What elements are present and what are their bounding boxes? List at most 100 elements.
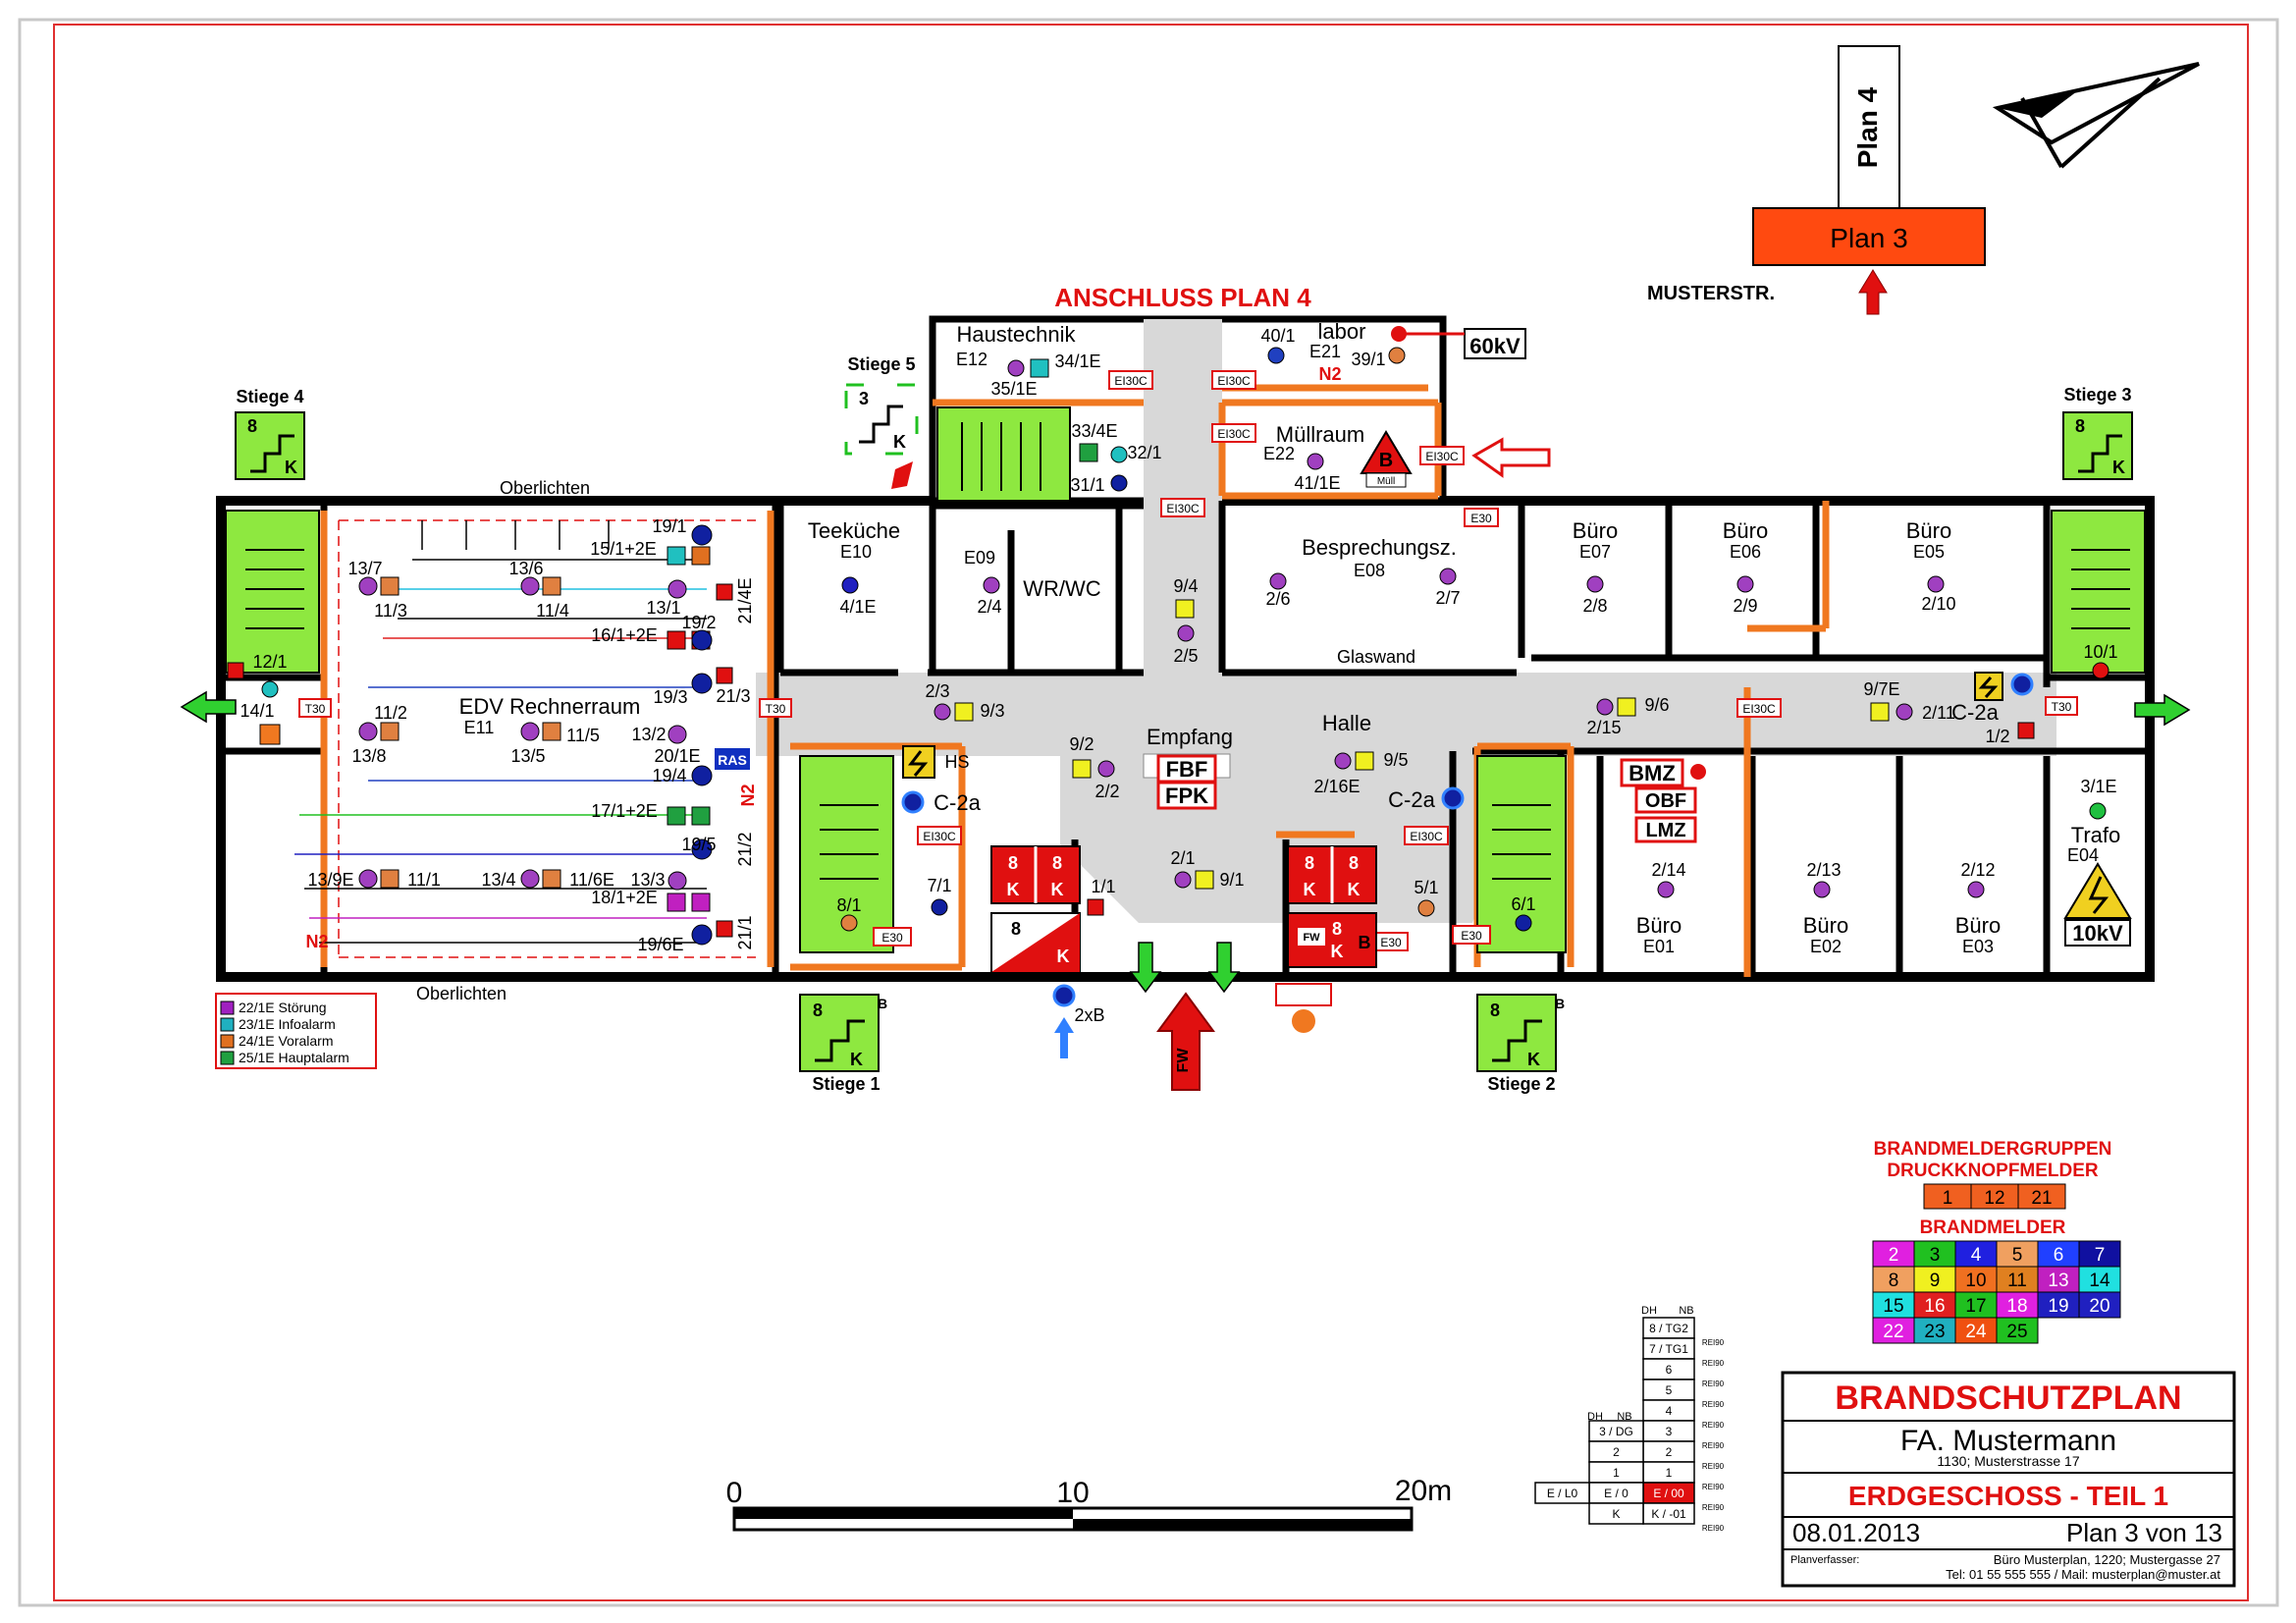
- svg-text:BRANDMELDER: BRANDMELDER: [1920, 1217, 2066, 1238]
- floor-cell-label: 2: [1666, 1445, 1673, 1459]
- svg-text:13/6: 13/6: [508, 559, 543, 578]
- rei-label: REI90: [1702, 1400, 1725, 1409]
- svg-text:10: 10: [1056, 1477, 1089, 1509]
- svg-text:34/1E: 34/1E: [1054, 352, 1100, 371]
- group-cell-label: 16: [1924, 1296, 1945, 1317]
- stair-icon: 8 K: [235, 411, 305, 480]
- stair-icon: 8 K B: [799, 994, 887, 1072]
- svg-text:20/1E: 20/1E: [654, 746, 700, 766]
- svg-text:K: K: [1057, 947, 1070, 966]
- group-cell-label: 15: [1883, 1296, 1903, 1317]
- edv-cabling: [294, 519, 756, 958]
- svg-text:25/1E Hauptalarm: 25/1E Hauptalarm: [239, 1050, 349, 1065]
- key-depot-icon: [1292, 1009, 1315, 1033]
- svg-text:40/1: 40/1: [1260, 326, 1295, 346]
- svg-text:13/5: 13/5: [510, 746, 545, 766]
- group-cell-label: 6: [2054, 1245, 2064, 1266]
- svg-text:3: 3: [859, 389, 869, 408]
- svg-text:1: 1: [1943, 1188, 1953, 1209]
- group-cell-label: 25: [2006, 1322, 2027, 1342]
- stiege2-label: Stiege 2: [1487, 1074, 1555, 1094]
- svg-text:11/3: 11/3: [374, 601, 407, 621]
- room-code: E02: [1810, 937, 1842, 956]
- svg-text:K: K: [893, 432, 906, 452]
- svg-text:12/1: 12/1: [252, 652, 287, 672]
- high-voltage-sign-10kv: 10kV: [2063, 862, 2132, 947]
- group-cell-label: 4: [1971, 1245, 1982, 1266]
- svg-text:EI30C: EI30C: [1742, 702, 1776, 716]
- svg-text:6/1: 6/1: [1511, 894, 1535, 914]
- svg-text:32/1: 32/1: [1127, 443, 1161, 462]
- floor-cell-label: E / L0: [1547, 1487, 1578, 1500]
- room-name: Büro: [1906, 518, 1951, 543]
- c2a-label: C-2a: [1951, 700, 1999, 725]
- svg-text:E30: E30: [1461, 929, 1482, 943]
- room-name: WR/WC: [1023, 576, 1101, 601]
- svg-text:9/6: 9/6: [1644, 695, 1669, 715]
- svg-text:8: 8: [1349, 853, 1359, 873]
- svg-text:9/4: 9/4: [1173, 576, 1198, 596]
- room-name: EDV Rechnerraum: [459, 694, 641, 719]
- floor-cell-label: 1: [1666, 1466, 1673, 1480]
- arrow-down-icon: [1129, 942, 1162, 994]
- room-code: E03: [1962, 937, 1994, 956]
- svg-text:8: 8: [2075, 416, 2085, 436]
- svg-text:9/3: 9/3: [980, 701, 1004, 721]
- svg-text:16/1+2E: 16/1+2E: [591, 625, 658, 645]
- svg-text:17/1+2E: 17/1+2E: [591, 801, 658, 821]
- svg-text:9/1: 9/1: [1219, 870, 1244, 890]
- svg-text:39/1: 39/1: [1351, 350, 1385, 369]
- svg-text:19/6E: 19/6E: [637, 935, 683, 954]
- svg-text:13/4: 13/4: [481, 870, 515, 890]
- fw-label: FW: [1175, 1048, 1192, 1073]
- svg-text:8: 8: [1008, 853, 1018, 873]
- svg-text:EI30C: EI30C: [1217, 427, 1251, 441]
- n2-label: N2: [738, 784, 758, 806]
- group-cell: [1913, 1266, 1956, 1293]
- svg-text:K: K: [1304, 880, 1316, 899]
- svg-text:8: 8: [1490, 1001, 1500, 1020]
- arrow-right-icon: [2134, 693, 2191, 727]
- group-cell-label: 5: [2012, 1245, 2023, 1266]
- street-label: MUSTERSTR.: [1647, 283, 1775, 304]
- svg-text:11/4: 11/4: [536, 601, 569, 621]
- room-code: E07: [1579, 542, 1611, 562]
- svg-text:T30: T30: [305, 702, 326, 716]
- group-cell-label: 3: [1930, 1245, 1941, 1266]
- floor-cell-label: E / 00: [1653, 1487, 1684, 1500]
- title-floor: ERDGESCHOSS - TEIL 1: [1848, 1481, 2168, 1511]
- svg-text:24/1E Voralarm: 24/1E Voralarm: [239, 1033, 334, 1049]
- plan3-box: [1752, 207, 1986, 266]
- room-code: E10: [840, 542, 872, 562]
- stiege4-label: Stiege 4: [236, 387, 303, 406]
- floor-cell-label: 2: [1613, 1445, 1620, 1459]
- title-author-label: Planverfasser:: [1790, 1554, 1859, 1566]
- svg-text:E30: E30: [1380, 936, 1402, 949]
- svg-text:FW: FW: [1303, 932, 1320, 944]
- svg-text:K: K: [1348, 880, 1361, 899]
- door-tags: EI30C EI30C EI30C EI30C EI30C E30 EI30C …: [298, 370, 2078, 951]
- svg-text:EI30C: EI30C: [1425, 450, 1459, 463]
- scale-bar: 0 10 20m: [726, 1475, 1452, 1532]
- rei-label: REI90: [1702, 1338, 1725, 1347]
- svg-text:B: B: [1555, 996, 1565, 1011]
- svg-text:EI30C: EI30C: [923, 830, 956, 843]
- svg-text:5/1: 5/1: [1414, 878, 1438, 897]
- panels: FBF FPK BMZ OBF LMZ RAS: [715, 748, 1706, 843]
- svg-text:K: K: [1527, 1050, 1540, 1069]
- svg-text:21/3: 21/3: [716, 686, 750, 706]
- high-voltage-sign-60kv: 60kV: [1391, 326, 1526, 359]
- detector-labels: 34/1E 35/1E 33/4E 32/1 31/1 40/1 39/1 41…: [240, 326, 2117, 954]
- svg-text:2/5: 2/5: [1173, 646, 1198, 666]
- svg-text:2/1: 2/1: [1170, 848, 1195, 868]
- svg-text:2/7: 2/7: [1435, 588, 1460, 608]
- ras-label: RAS: [718, 752, 747, 768]
- group-cell: [1913, 1291, 1956, 1319]
- floor-cell-label: K / -01: [1651, 1507, 1686, 1521]
- svg-text:19/1: 19/1: [652, 516, 686, 536]
- group-cell-label: 23: [1924, 1322, 1945, 1342]
- group-cell-label: 2: [1889, 1245, 1899, 1266]
- svg-text:13/1: 13/1: [646, 598, 680, 618]
- svg-text:18/1+2E: 18/1+2E: [591, 888, 658, 907]
